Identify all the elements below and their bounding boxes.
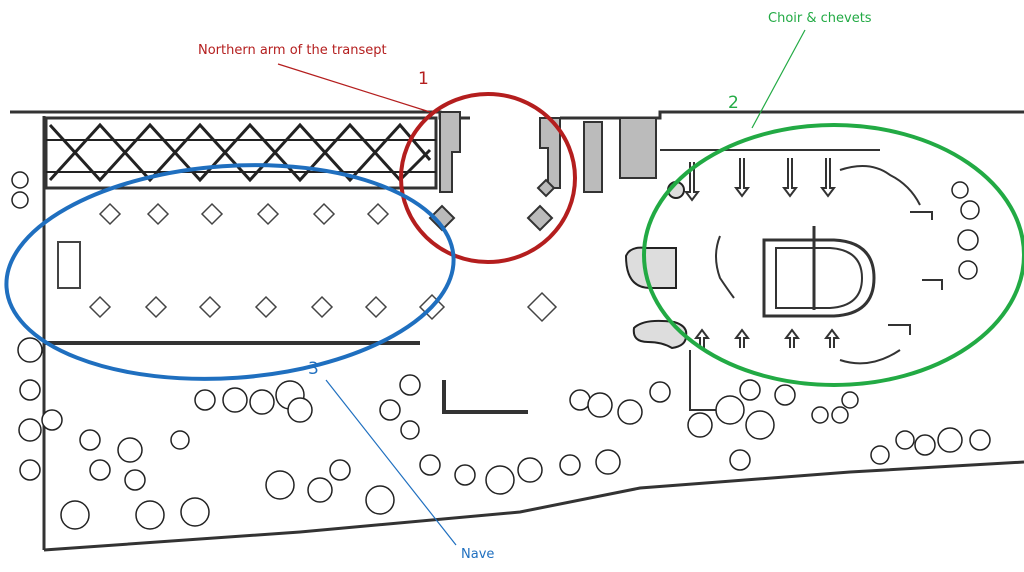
nave-piers-south — [88, 291, 558, 323]
annotation-label-2: Choir & chevets — [768, 11, 872, 26]
annotation-number-2: 2 — [728, 93, 739, 113]
nave-piers-north — [98, 202, 390, 226]
annotation-number-1: 1 — [418, 69, 429, 89]
transept-plan — [428, 111, 657, 232]
annotation-number-3: 3 — [308, 359, 319, 379]
annotation-label-3: Nave — [461, 547, 494, 562]
nave-highlight-ellipse — [4, 163, 456, 381]
nave-plan — [44, 116, 558, 323]
transept-leader-line — [277, 63, 431, 113]
choir-plan — [442, 149, 943, 414]
nave-leader-line — [325, 379, 457, 546]
side-chapels — [624, 181, 688, 350]
choir-leader-line — [751, 29, 806, 129]
choir-highlight-ellipse — [642, 123, 1024, 387]
trees — [11, 171, 991, 530]
annotation-label-1: Northern arm of the transept — [198, 43, 387, 58]
transept-highlight-ellipse — [399, 92, 577, 264]
